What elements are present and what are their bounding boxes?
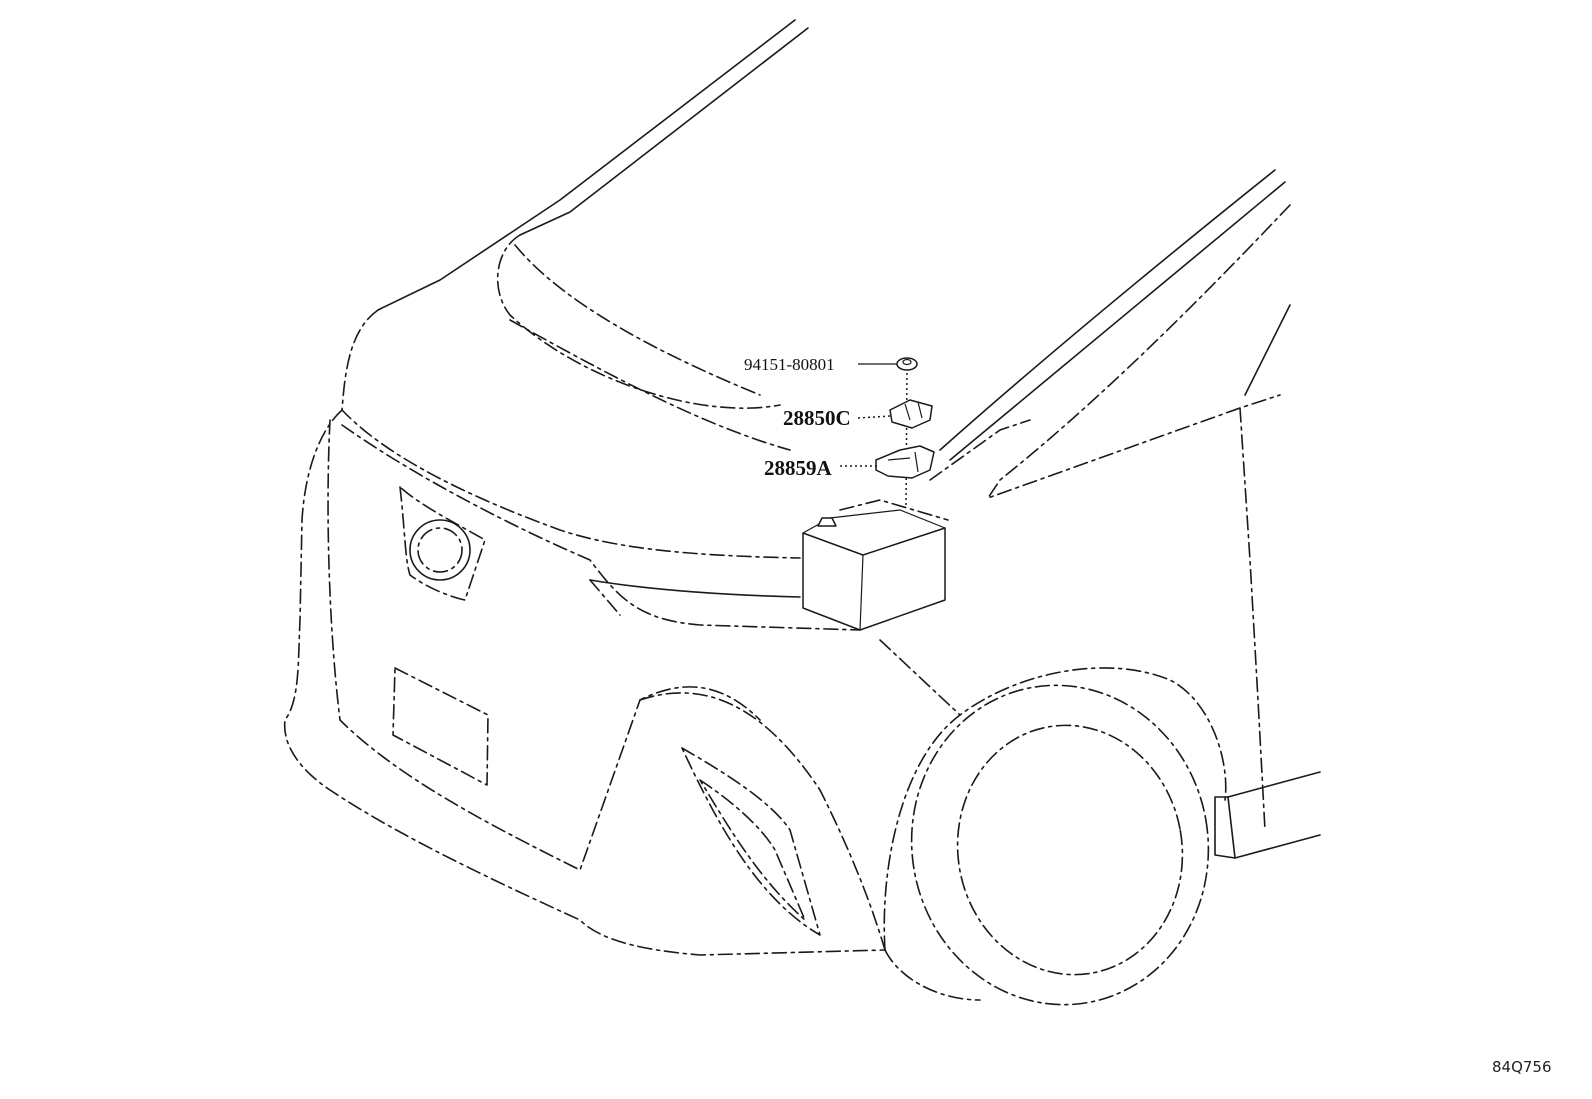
license-plate (392, 667, 489, 786)
fog-lamp-housing (399, 486, 486, 601)
wheel-arch (883, 667, 1227, 951)
fender-lower (884, 949, 981, 1001)
a-pillar-right-inner (949, 181, 1286, 461)
part-labels: 94151-80801 28850C 28859A (744, 355, 851, 480)
rocker-end (1214, 796, 1236, 859)
tire-outer (910, 684, 1210, 1006)
rocker-panel-lower (1234, 834, 1321, 859)
tire-inner (956, 724, 1184, 976)
door-front-edge (1239, 407, 1266, 831)
part-number-clamp: 28850C (783, 406, 851, 430)
hood-top-edge (496, 234, 781, 409)
rocker-panel (1227, 771, 1321, 798)
side-vent-inner (699, 779, 806, 921)
fog-lamp-inner (417, 527, 463, 573)
assembly-axis (905, 367, 908, 509)
cowl-line (929, 419, 1031, 481)
window-frame (987, 204, 1291, 499)
grille-lower (327, 419, 761, 871)
windshield-edge-left (377, 19, 796, 311)
headlight-strip (589, 579, 801, 598)
grille-upper (341, 424, 861, 631)
battery (802, 499, 949, 631)
side-vent-outer (681, 747, 821, 936)
fog-lamp-outer (409, 519, 471, 581)
fender-line (879, 639, 961, 716)
clamp-part (889, 399, 933, 429)
leader-clamp (857, 415, 891, 419)
vehicle-outline (283, 19, 1321, 1006)
front-fascia-left (283, 409, 886, 956)
hood-side-crease (514, 244, 761, 396)
fender-arch (639, 692, 886, 951)
hood-front-edge (341, 309, 801, 559)
nut-part (896, 357, 918, 371)
part-number-clamp-bracket: 28859A (764, 456, 833, 480)
windshield-edge-left-inner (519, 27, 809, 236)
battery-terminal (817, 517, 837, 527)
a-pillar-right-outer (939, 169, 1276, 451)
battery-hold-rail (839, 499, 949, 521)
hood-crease-lower (509, 319, 791, 451)
diagram-code: 84Q756 (1492, 1058, 1552, 1076)
clamp-bracket-part (875, 445, 935, 479)
exploded-parts (840, 357, 935, 509)
part-number-nut: 94151-80801 (744, 355, 835, 374)
headlight-strip-lower (589, 579, 621, 616)
mirror-line (1244, 304, 1291, 396)
